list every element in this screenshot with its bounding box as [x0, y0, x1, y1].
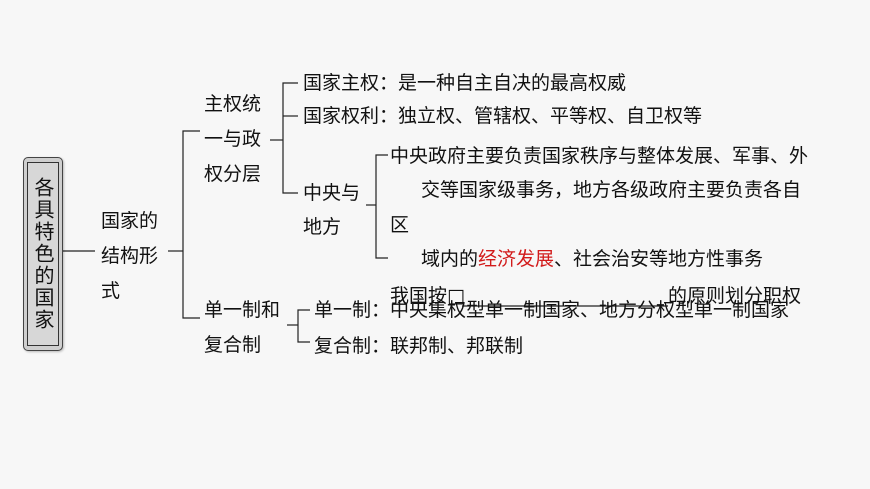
- root-node: 各具特色的国家: [23, 157, 63, 351]
- central-local-label-line1: 中央与: [303, 182, 361, 204]
- unitary-item: 单一制：中央集权型单一制国家、地方分权型单一制国家: [314, 299, 790, 321]
- central-local-text-line2: 交等国家级事务，地方各级政府主要负责各自: [421, 179, 802, 201]
- answer-text: 经济发展: [478, 248, 555, 270]
- compound-item: 复合制：联邦制、邦联制: [314, 335, 524, 357]
- branch-a-line1: 主权统: [204, 93, 262, 115]
- fill-blank-suffix: 的原则划分职权: [668, 285, 802, 307]
- central-local-text-line3: 区: [390, 214, 410, 236]
- root-label: 各具特色的国家: [31, 177, 55, 331]
- central-local-label-line2: 地方: [303, 216, 342, 238]
- rights-item: 国家权利：独立权、管辖权、平等权、自卫权等: [303, 105, 703, 127]
- branch-a-line3: 权分层: [204, 163, 262, 185]
- branch-b-line2: 复合制: [204, 334, 262, 356]
- central-local-text-line4: 域内的经济发展、社会治安等地方性事务: [421, 247, 763, 271]
- branch-a-line2: 一与政: [204, 128, 262, 150]
- fill-blank-prefix: 我国按□: [390, 285, 465, 307]
- text-line4-suffix: 、社会治安等地方性事务: [554, 248, 764, 270]
- level1-line2: 结构形: [101, 245, 159, 267]
- sovereignty-item: 国家主权：是一种自主自决的最高权威: [303, 72, 627, 94]
- level1-line3: 式: [101, 280, 121, 302]
- central-local-text-line1: 中央政府主要负责国家秩序与整体发展、军事、外: [390, 145, 809, 167]
- level1-line1: 国家的: [101, 210, 159, 232]
- branch-b-line1: 单一制和: [204, 299, 281, 321]
- text-line4-prefix: 域内的: [421, 248, 479, 270]
